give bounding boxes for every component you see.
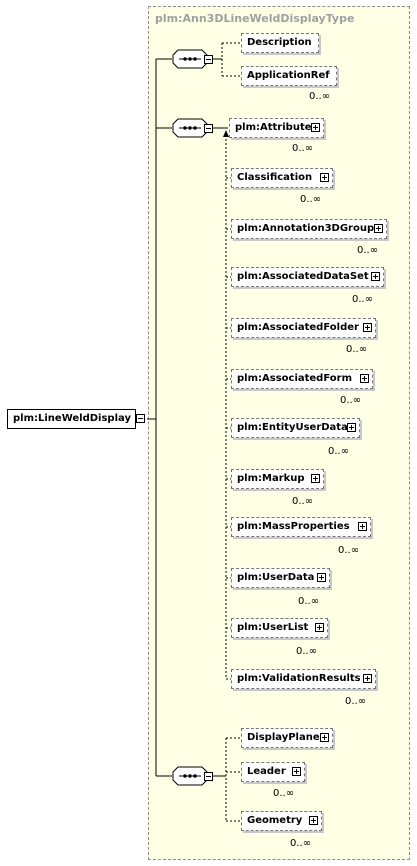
element-label: plm:EntityUserData bbox=[237, 422, 348, 433]
expand-icon[interactable] bbox=[309, 816, 318, 825]
element-label: plm:AssociatedForm bbox=[237, 373, 352, 384]
cardinality-label: 0..∞ bbox=[300, 194, 322, 205]
sequence-compositor-1-icon[interactable] bbox=[172, 49, 218, 69]
expand-icon[interactable] bbox=[363, 323, 372, 332]
sequence-compositor-3-collapse-icon[interactable] bbox=[204, 772, 213, 781]
element-label: ApplicationRef bbox=[247, 70, 330, 81]
element-label: plm:Markup bbox=[237, 473, 305, 484]
expand-icon[interactable] bbox=[311, 123, 320, 132]
cardinality-label: 0..∞ bbox=[338, 545, 360, 556]
cardinality-label: 0..∞ bbox=[292, 496, 314, 507]
cardinality-label: 0..∞ bbox=[346, 344, 368, 355]
root-collapse-icon[interactable] bbox=[136, 414, 145, 423]
cardinality-label: 0..∞ bbox=[296, 646, 318, 657]
element-label: plm:AssociatedDataSet bbox=[237, 271, 369, 282]
sequence-compositor-2-icon[interactable] bbox=[172, 118, 218, 138]
expand-icon[interactable] bbox=[363, 674, 372, 683]
element-displayplane[interactable]: DisplayPlane bbox=[241, 728, 333, 748]
element-plm-associatedfolder[interactable]: plm:AssociatedFolder bbox=[231, 318, 376, 338]
element-label: plm:Attribute bbox=[235, 122, 312, 133]
element-label: Description bbox=[247, 37, 312, 48]
element-leader[interactable]: Leader bbox=[241, 762, 305, 782]
cardinality-label: 0..∞ bbox=[273, 788, 295, 799]
element-label: plm:ValidationResults bbox=[237, 673, 361, 684]
expand-icon[interactable] bbox=[360, 374, 369, 383]
sequence-compositor-1-collapse-icon[interactable] bbox=[204, 55, 213, 64]
expand-icon[interactable] bbox=[347, 423, 356, 432]
element-label: plm:Annotation3DGroup bbox=[237, 223, 375, 234]
cardinality-label: 0..∞ bbox=[298, 596, 320, 607]
sequence-compositor-3-icon[interactable] bbox=[172, 766, 218, 786]
element-plm-validationresults[interactable]: plm:ValidationResults bbox=[231, 669, 376, 689]
element-geometry[interactable]: Geometry bbox=[241, 811, 322, 831]
element-label: plm:UserData bbox=[237, 572, 315, 583]
element-label: DisplayPlane bbox=[247, 732, 320, 743]
element-plm-markup[interactable]: plm:Markup bbox=[231, 469, 324, 489]
element-label: Geometry bbox=[247, 815, 303, 826]
element-description[interactable]: Description bbox=[241, 33, 319, 53]
expand-icon[interactable] bbox=[374, 224, 383, 233]
element-plm-attribute[interactable]: plm:Attribute bbox=[229, 118, 324, 138]
cardinality-label: 0..∞ bbox=[345, 696, 367, 707]
element-plm-entityuserdata[interactable]: plm:EntityUserData bbox=[231, 418, 360, 438]
cardinality-label: 0..∞ bbox=[290, 838, 312, 849]
element-applicationref[interactable]: ApplicationRef bbox=[241, 66, 337, 86]
element-label: Leader bbox=[247, 766, 286, 777]
element-label: plm:AssociatedFolder bbox=[237, 322, 359, 333]
cardinality-label: 0..∞ bbox=[357, 245, 379, 256]
expand-icon[interactable] bbox=[320, 733, 329, 742]
root-element-node[interactable]: plm:LineWeldDisplay bbox=[7, 409, 136, 429]
cardinality-label: 0..∞ bbox=[309, 91, 331, 102]
expand-icon[interactable] bbox=[317, 573, 326, 582]
element-plm-annotation3dgroup[interactable]: plm:Annotation3DGroup bbox=[231, 219, 387, 239]
expand-icon[interactable] bbox=[320, 173, 329, 182]
complex-type-title: plm:Ann3DLineWeldDisplayType bbox=[155, 12, 355, 25]
expand-icon[interactable] bbox=[311, 474, 320, 483]
element-plm-userdata[interactable]: plm:UserData bbox=[231, 568, 330, 588]
sequence-compositor-2-collapse-icon[interactable] bbox=[204, 124, 213, 133]
element-plm-userlist[interactable]: plm:UserList bbox=[231, 618, 328, 638]
element-label: plm:UserList bbox=[237, 622, 309, 633]
element-plm-associateddataset[interactable]: plm:AssociatedDataSet bbox=[231, 267, 384, 287]
cardinality-label: 0..∞ bbox=[328, 446, 350, 457]
element-classification[interactable]: Classification bbox=[231, 168, 333, 188]
element-plm-massproperties[interactable]: plm:MassProperties bbox=[231, 517, 371, 537]
expand-icon[interactable] bbox=[315, 623, 324, 632]
root-element-label: plm:LineWeldDisplay bbox=[13, 413, 131, 424]
cardinality-label: 0..∞ bbox=[352, 294, 374, 305]
element-label: plm:MassProperties bbox=[237, 521, 350, 532]
expand-icon[interactable] bbox=[358, 522, 367, 531]
element-label: Classification bbox=[237, 172, 313, 183]
expand-icon[interactable] bbox=[292, 767, 301, 776]
cardinality-label: 0..∞ bbox=[340, 395, 362, 406]
element-plm-associatedform[interactable]: plm:AssociatedForm bbox=[231, 369, 373, 389]
cardinality-label: 0..∞ bbox=[292, 143, 314, 154]
expand-icon[interactable] bbox=[371, 272, 380, 281]
